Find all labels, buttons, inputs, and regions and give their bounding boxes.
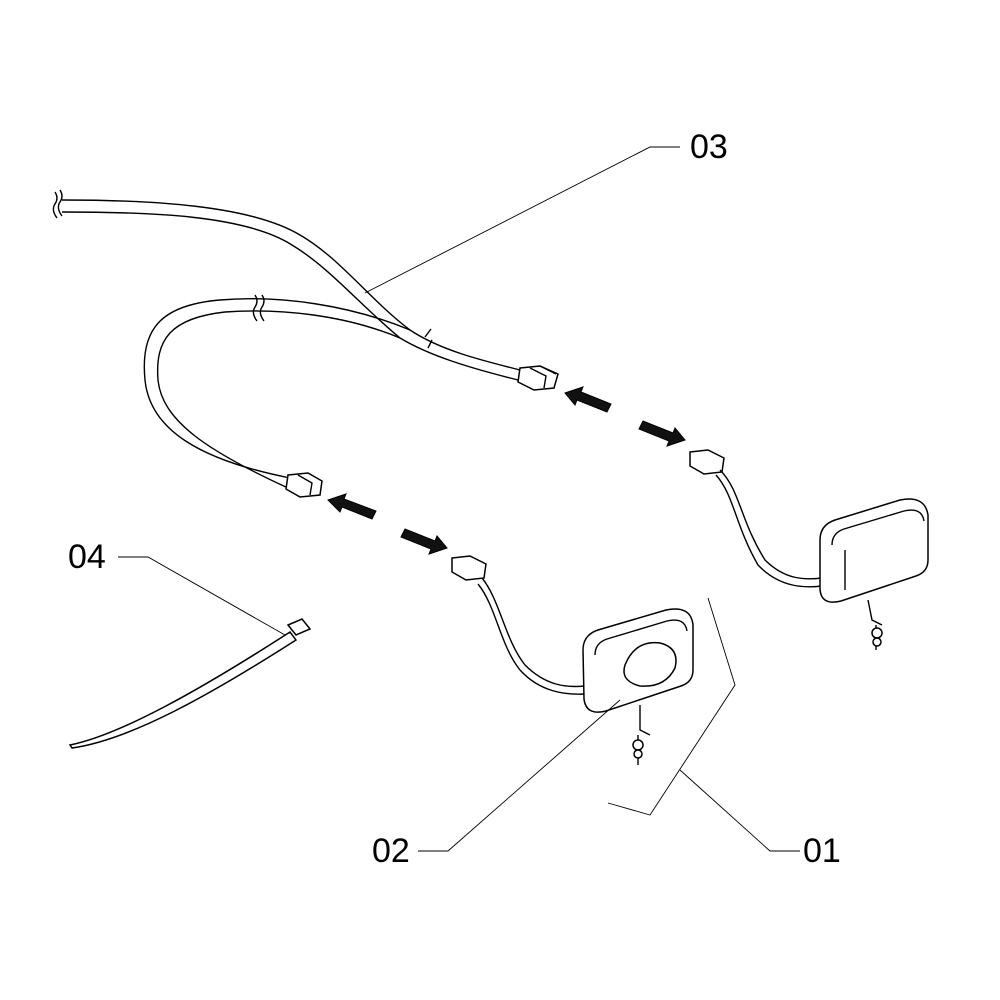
- callout-01: 01: [803, 832, 841, 870]
- callout-02: 02: [372, 832, 410, 870]
- lamp-right: [689, 449, 929, 650]
- harness-connector-upper: [517, 365, 559, 391]
- bulb: [623, 641, 677, 687]
- callout-04: 04: [68, 538, 106, 576]
- lamp-left: [451, 555, 694, 765]
- callout-03: 03: [690, 128, 728, 166]
- wiring-harness: [52, 189, 521, 489]
- cable-tie: [68, 618, 312, 749]
- harness-connector-lower: [285, 472, 323, 498]
- leader-lines: [118, 146, 800, 852]
- connection-arrows: [327, 386, 686, 555]
